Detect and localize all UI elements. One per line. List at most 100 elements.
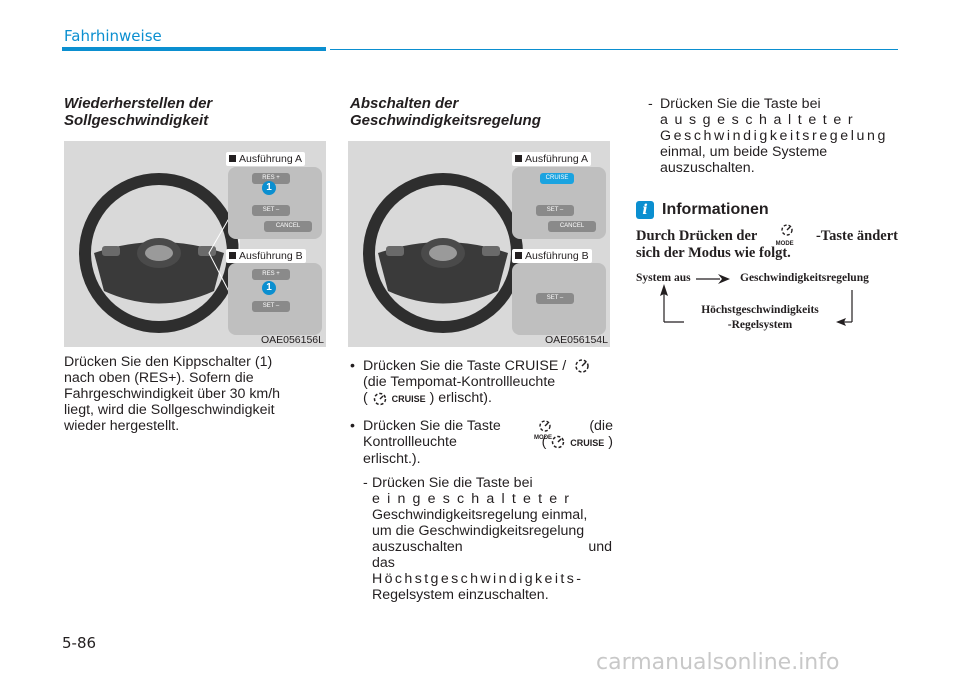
flow-limit-line2: -Regelsystem — [727, 319, 793, 331]
cancel-button-mid[interactable]: CANCEL — [548, 221, 596, 232]
middle-variant-a-text: Ausführung A — [525, 153, 589, 165]
dash-char: - — [363, 475, 368, 491]
left-panel-b: RES + SET – 1 — [228, 263, 322, 335]
left-variant-b-label: Ausführung B — [226, 249, 306, 263]
left-paragraph-line: nach oben (RES+). Sofern die — [64, 370, 254, 386]
left-heading-line1: Wiederherstellen der — [64, 95, 213, 112]
mode-speedometer-icon — [539, 420, 551, 432]
right-sub-line: ausgeschalteter — [660, 112, 860, 128]
steering-wheel-icon — [363, 173, 523, 333]
info-text-line2: sich der Modus wie folgt. — [636, 245, 791, 261]
flow-system-off: System aus — [636, 272, 691, 284]
middle-sub-line: Regelsystem einzuschalten. — [372, 587, 549, 603]
dash-char: - — [648, 96, 653, 112]
bullet-2-open-paren: ( — [541, 434, 547, 450]
left-variant-a-text: Ausführung A — [239, 153, 303, 165]
steering-wheel-icon — [79, 173, 240, 333]
left-paragraph-line: Fahrgeschwindigkeit über 30 km/h — [64, 386, 281, 402]
bullet-2: • — [350, 418, 355, 434]
bullet-2-close-paren: ) — [608, 434, 613, 450]
page-number: 5-86 — [62, 634, 97, 652]
header-rule-thick — [62, 47, 326, 51]
left-illustration: Ausführung A RES + SET – CANCEL 1 Ausfüh… — [64, 141, 326, 347]
flow-arrows-icon — [660, 284, 853, 326]
right-sub-line: einmal, um beide Systeme — [660, 144, 828, 160]
left-variant-b-text: Ausführung B — [239, 250, 303, 262]
left-image-code: OAE056156L — [260, 334, 324, 346]
right-sub-line: Geschwindigkeitsregelung — [660, 128, 889, 144]
watermark: carmanualsonline.info — [596, 650, 840, 675]
middle-heading-line2: Geschwindigkeitsregelung — [350, 112, 541, 129]
set-button-mid[interactable]: SET – — [536, 205, 574, 216]
left-heading: Wiederherstellen der Sollgeschwindigkeit — [64, 95, 212, 129]
left-paragraph: Drücken Sie den Kippschalter (1) nach ob… — [64, 354, 326, 434]
middle-sub-dash: - — [363, 475, 368, 491]
bullet-1-line2: (die Tempomat-Kontrollleuchte — [363, 374, 556, 391]
set-button-b[interactable]: SET – — [252, 301, 290, 312]
middle-sub-line: Höchstgeschwindigkeits- — [372, 571, 584, 587]
left-paragraph-line: Drücken Sie den Kippschalter (1) — [64, 354, 273, 370]
right-sub-text: Drücken Sie die Taste bei ausgeschaltete… — [660, 96, 896, 176]
middle-sub-line: Geschwindigkeitsregelung einmal, — [372, 507, 588, 523]
bullet-2-line1-post: (die — [589, 418, 613, 434]
middle-sub-text: Drücken Sie die Taste bei eingeschaltete… — [372, 475, 612, 603]
badge-1-a: 1 — [262, 181, 276, 195]
flow-cruise: Geschwindigkeitsregelung — [740, 272, 869, 284]
middle-heading-line1: Abschalten der — [350, 95, 459, 112]
right-sub-dash: - — [648, 96, 653, 112]
mode-icon-label: MODE — [534, 435, 553, 441]
left-heading-line2: Sollgeschwindigkeit — [64, 112, 209, 129]
bullet-2-line1-pre: Drücken Sie die Taste — [363, 418, 501, 434]
bullet-1-text: Drücken Sie die Taste CRUISE / (die Temp… — [363, 358, 613, 407]
info-text-pre: Durch Drücken der — [636, 228, 758, 244]
header-rule-thin — [330, 49, 898, 50]
res-button[interactable]: RES + — [252, 173, 290, 184]
cruise-indicator-icon — [552, 436, 565, 449]
middle-sub-line: eingeschalteter — [372, 491, 577, 507]
bullet-2-line2-pre: Kontrollleuchte — [363, 434, 457, 450]
flow-limit-line1: Höchstgeschwindigkeits — [701, 304, 819, 316]
middle-sub-line: Drücken Sie die Taste bei — [372, 475, 533, 491]
mode-speedometer-icon — [780, 224, 793, 236]
cruise-indicator-label: CRUISE — [391, 394, 426, 405]
bullet-dot: • — [350, 358, 355, 374]
bullet-dot: • — [350, 418, 355, 434]
middle-heading: Abschalten der Geschwindigkeitsregelung — [350, 95, 541, 129]
info-icon: i — [636, 201, 654, 219]
bullet-1-close: ) erlischt). — [429, 390, 492, 407]
section-title: Fahrhinweise — [64, 27, 162, 45]
mode-icon-label: MODE — [775, 241, 794, 247]
middle-variant-b-text: Ausführung B — [525, 250, 589, 262]
left-variant-a-label: Ausführung A — [226, 152, 306, 166]
set-button[interactable]: SET – — [252, 205, 290, 216]
cruise-indicator-icon — [373, 392, 386, 405]
info-title: Informationen — [662, 201, 769, 218]
cancel-button[interactable]: CANCEL — [264, 221, 312, 232]
middle-variant-a-label: Ausführung A — [512, 152, 592, 166]
right-sub-line: auszuschalten. — [660, 160, 755, 176]
cruise-button[interactable]: CRUISE — [540, 173, 574, 184]
bullet-2-text: Drücken Sie die Taste MODE (die Kontroll… — [363, 418, 613, 467]
middle-sub-line: um die Geschwindigkeitsregelung — [372, 523, 585, 539]
bullet-1: • — [350, 358, 355, 374]
left-paragraph-line: liegt, wird die Sollgeschwindigkeit — [64, 402, 275, 418]
res-button-b[interactable]: RES + — [252, 269, 290, 280]
badge-1-b: 1 — [262, 281, 276, 295]
bullet-1-open-paren: ( — [363, 390, 368, 407]
left-paragraph-line: wieder hergestellt. — [64, 418, 180, 434]
bullet-2-line3: erlischt.). — [363, 451, 421, 467]
middle-illustration: Ausführung A CRUISE SET – CANCEL Ausführ… — [348, 141, 610, 347]
middle-panel-a: CRUISE SET – CANCEL — [512, 167, 606, 239]
middle-variant-b-label: Ausführung B — [512, 249, 592, 263]
cruise-speedometer-icon — [575, 359, 589, 373]
middle-panel-b: SET – — [512, 263, 606, 335]
right-sub-line: Drücken Sie die Taste bei — [660, 96, 821, 112]
middle-image-code: OAE056154L — [544, 334, 608, 346]
arrow-right-icon — [696, 274, 730, 284]
left-panel-a: RES + SET – CANCEL 1 — [228, 167, 322, 239]
bullet-1-line1: Drücken Sie die Taste CRUISE / — [363, 358, 567, 374]
info-text-post: -Taste ändert — [815, 228, 898, 244]
flow-limit: Höchstgeschwindigkeits -Regelsystem — [690, 303, 830, 333]
info-text: Durch Drücken der MODE -Taste ändert sic… — [636, 224, 898, 262]
set-button-mid-b[interactable]: SET – — [536, 293, 574, 304]
